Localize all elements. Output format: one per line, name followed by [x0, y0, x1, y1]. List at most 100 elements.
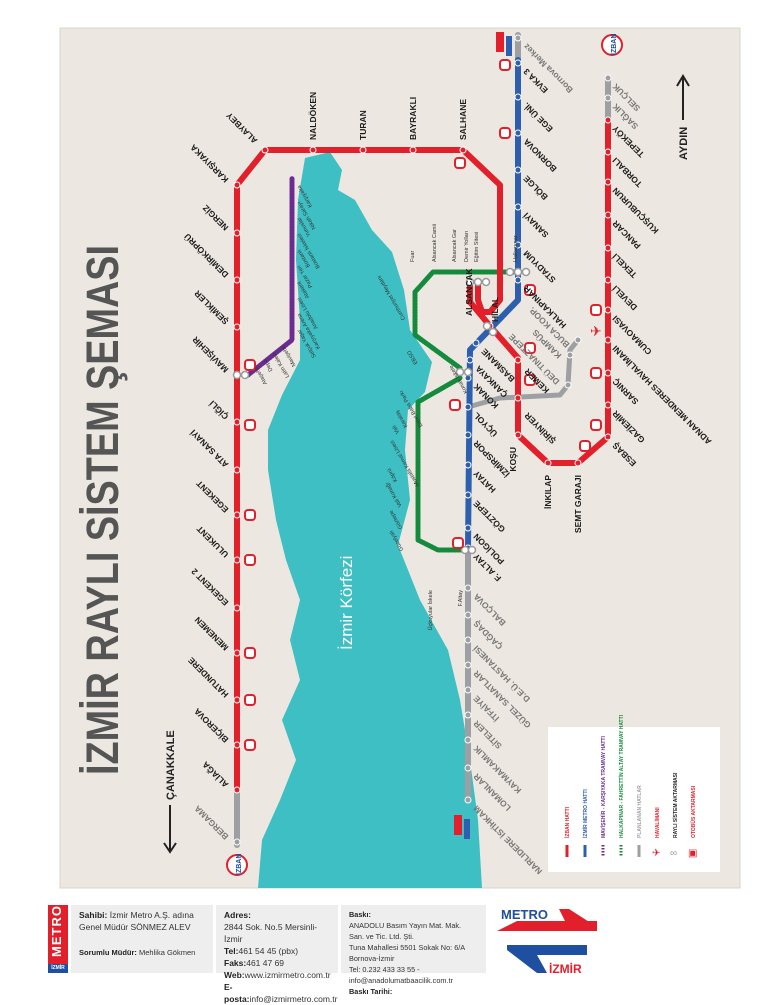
legend-label: HAVALİMANI — [654, 807, 661, 838]
station-dot[interactable] — [604, 306, 612, 314]
station-dot[interactable] — [464, 736, 472, 744]
arrow-up-icon — [676, 74, 690, 120]
station-label: ALSANCAK — [464, 267, 474, 316]
station-dot[interactable] — [464, 764, 472, 772]
tram-stop-label: Demir Yolları — [464, 231, 470, 262]
canakkale-direction: ÇANAKKALE — [163, 730, 177, 854]
izban-logo-south: İZBAN — [601, 34, 623, 56]
station-dot[interactable] — [604, 369, 612, 377]
station-dot[interactable] — [514, 93, 522, 101]
svg-text:İZBAN: İZBAN — [235, 854, 243, 875]
station-dot[interactable] — [233, 229, 241, 237]
station-dot[interactable] — [464, 711, 472, 719]
email-link[interactable]: info@izmirmetro.com.tr — [249, 994, 338, 1004]
station-dot[interactable] — [566, 351, 574, 359]
metro-line — [465, 57, 521, 551]
station-dot[interactable] — [233, 323, 241, 331]
metro-izmir-logo: METRO İZMİR — [497, 905, 607, 976]
station-dot[interactable] — [604, 148, 612, 156]
tram-stop-label: Üçkuyular İskele — [427, 590, 434, 630]
station-dot[interactable] — [514, 241, 522, 249]
bus-transfer-icon — [244, 359, 256, 371]
station-dot[interactable] — [604, 74, 612, 82]
legend-label: OTOBÜS AKTARMASI — [690, 785, 697, 838]
station-dot[interactable] — [514, 276, 522, 284]
station-dot[interactable] — [233, 741, 241, 749]
station-dot[interactable] — [233, 556, 241, 564]
station-dot[interactable] — [604, 244, 612, 252]
station-dot[interactable] — [466, 356, 474, 364]
station-dot[interactable] — [514, 34, 522, 42]
station-dot[interactable] — [409, 146, 417, 154]
tram-stop-label: Vali — [392, 424, 402, 435]
metro-logo-south — [454, 815, 470, 839]
bus-transfer-icon — [452, 537, 464, 549]
station-dot[interactable] — [233, 696, 241, 704]
bus-transfer-icon — [579, 440, 591, 452]
station-dot[interactable] — [261, 146, 269, 154]
station-dot[interactable] — [233, 511, 241, 519]
bus-transfer-icon — [244, 419, 256, 431]
station-dot[interactable] — [464, 636, 472, 644]
station-dot[interactable] — [459, 146, 467, 154]
station-label: KOŞU — [508, 447, 518, 472]
station-dot[interactable] — [233, 838, 241, 846]
station-dot[interactable] — [514, 431, 522, 439]
station-dot[interactable] — [464, 403, 472, 411]
tram-stop-label: Halkapınar — [513, 235, 519, 262]
legend-label: İZBAN HATTI — [564, 806, 571, 838]
station-dot[interactable] — [233, 649, 241, 657]
station-dot[interactable] — [604, 433, 612, 441]
web-link[interactable]: www.izmirmetro.com.tr — [244, 970, 331, 980]
station-dot[interactable] — [604, 276, 612, 284]
transfer-ring-icon — [463, 367, 473, 377]
station-dot[interactable] — [233, 276, 241, 284]
izmir-bay — [258, 152, 482, 888]
station-dot[interactable] — [309, 146, 317, 154]
station-dot[interactable] — [464, 461, 472, 469]
station-dot[interactable] — [564, 381, 572, 389]
station-dot[interactable] — [233, 604, 241, 612]
station-label: SALHANE — [458, 99, 468, 140]
station-dot[interactable] — [604, 178, 612, 186]
station-dot[interactable] — [464, 796, 472, 804]
bus-transfer-icon — [524, 374, 536, 386]
station-dot[interactable] — [604, 401, 612, 409]
station-dot[interactable] — [514, 394, 522, 402]
legend-label: PLANLANAN HATLAR — [637, 785, 643, 838]
station-dot[interactable] — [514, 59, 522, 67]
bus-transfer-icon — [244, 509, 256, 521]
station-dot[interactable] — [604, 336, 612, 344]
metro-logo-north — [496, 32, 512, 56]
station-dot[interactable] — [464, 524, 472, 532]
station-dot[interactable] — [464, 661, 472, 669]
station-dot[interactable] — [464, 611, 472, 619]
station-dot[interactable] — [514, 356, 522, 364]
station-dot[interactable] — [464, 686, 472, 694]
bus-transfer-icon — [590, 419, 602, 431]
station-dot[interactable] — [514, 129, 522, 137]
station-dot[interactable] — [233, 418, 241, 426]
station-dot[interactable] — [574, 336, 582, 344]
station-label: HİLAL — [490, 297, 500, 322]
station-dot[interactable] — [472, 339, 480, 347]
station-dot[interactable] — [604, 116, 612, 124]
transfer-ring-icon — [467, 545, 477, 555]
station-dot[interactable] — [464, 431, 472, 439]
bus-transfer-icon — [244, 739, 256, 751]
station-dot[interactable] — [359, 146, 367, 154]
bay-label: İzmir Körfezi — [337, 556, 356, 650]
station-dot[interactable] — [233, 181, 241, 189]
station-dot[interactable] — [604, 94, 612, 102]
station-dot[interactable] — [464, 584, 472, 592]
station-dot[interactable] — [604, 211, 612, 219]
legend-label: MAVİŞEHİR - KARŞIYAKA TRAMVAY HATTI — [600, 736, 607, 838]
station-dot[interactable] — [514, 203, 522, 211]
station-dot[interactable] — [233, 466, 241, 474]
bus-transfer-icon — [499, 127, 511, 139]
station-dot[interactable] — [574, 459, 582, 467]
station-dot[interactable] — [514, 166, 522, 174]
station-dot[interactable] — [544, 459, 552, 467]
station-dot[interactable] — [464, 491, 472, 499]
station-dot[interactable] — [233, 786, 241, 794]
